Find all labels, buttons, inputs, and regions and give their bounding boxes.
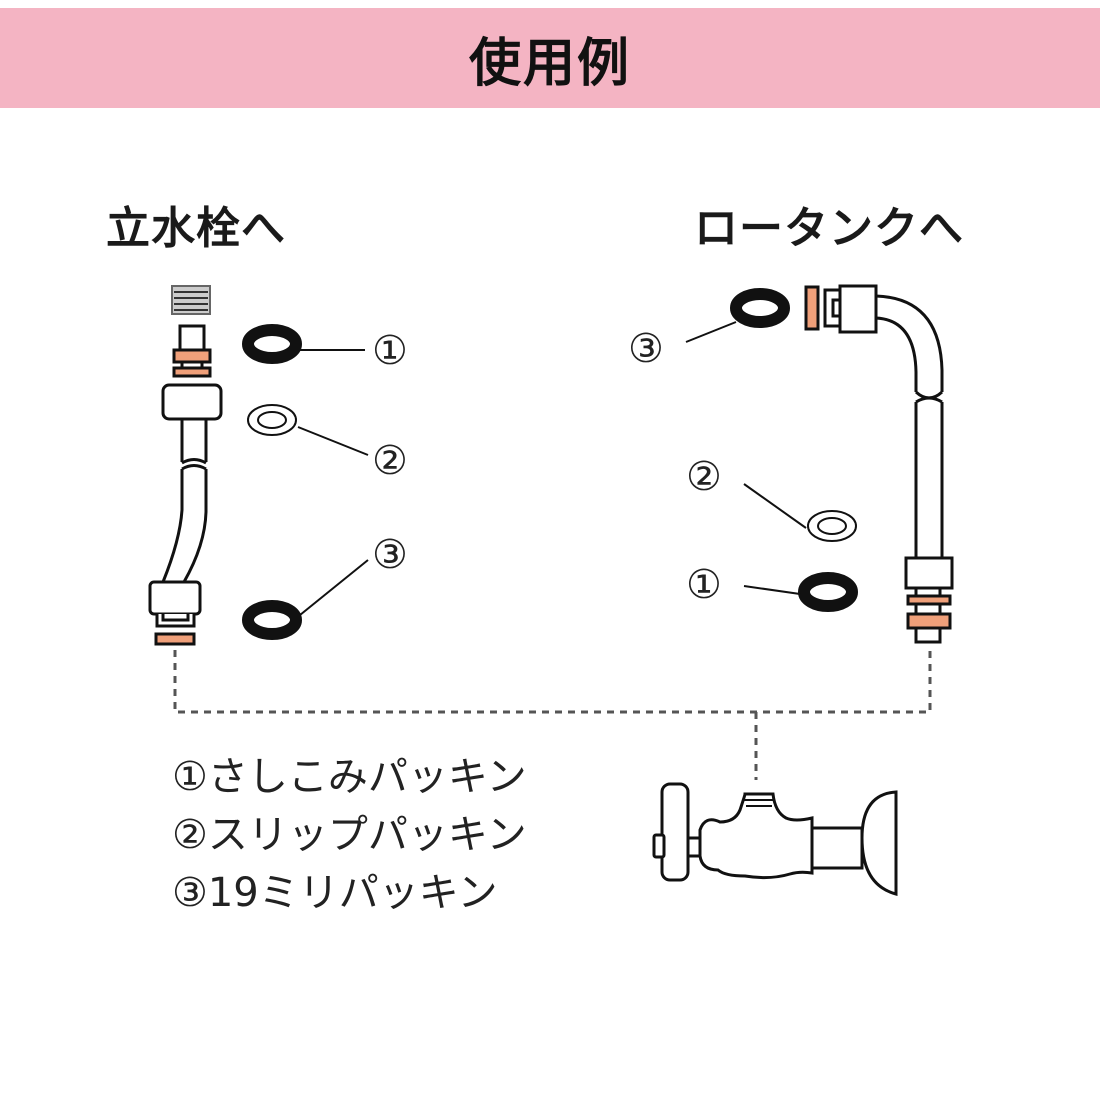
legend-marker: ③	[172, 870, 208, 916]
legend-marker: ②	[172, 812, 208, 858]
callout-3: ③	[372, 532, 408, 578]
legend-label: 19ミリパッキン	[207, 870, 498, 916]
legend-label: さしこみパッキン	[207, 754, 527, 800]
page-title: 使用例	[468, 33, 631, 94]
left-callouts: ① ② ③	[372, 328, 408, 578]
nut-icon	[838, 284, 878, 334]
callout-2: ②	[372, 438, 408, 484]
gasket-1-icon	[242, 324, 302, 364]
legend-marker: ①	[172, 754, 208, 800]
legend-item-3: ③19ミリパッキン	[172, 864, 527, 922]
gasket-3-icon	[730, 288, 790, 328]
nut-icon	[161, 383, 223, 421]
washer-icon	[172, 366, 212, 378]
callout-3: ③	[628, 326, 664, 372]
thread-cap-icon	[171, 285, 211, 315]
left-hose-assembly	[148, 285, 223, 646]
nut-icon	[904, 556, 954, 590]
title-banner: 使用例	[0, 8, 1100, 108]
gasket-2-icon	[807, 510, 857, 542]
callout-1: ①	[686, 562, 722, 608]
gasket-1-icon	[798, 572, 858, 612]
stop-valve-icon	[652, 782, 898, 896]
callout-2: ②	[686, 454, 722, 500]
washer-icon	[906, 594, 952, 606]
left-gaskets	[242, 324, 369, 640]
right-callouts: ③ ② ①	[628, 326, 722, 608]
callout-1: ①	[372, 328, 408, 374]
washer-icon	[172, 348, 212, 364]
gasket-3-icon	[242, 600, 302, 640]
legend-item-1: ①さしこみパッキン	[172, 748, 527, 806]
nut-icon	[148, 580, 202, 616]
legend-label: スリップパッキン	[207, 812, 527, 858]
heading-faucet: 立水栓へ	[106, 203, 286, 254]
washer-icon	[804, 285, 820, 331]
legend-item-2: ②スリップパッキン	[172, 806, 527, 864]
gasket-legend: ①さしこみパッキン ②スリップパッキン ③19ミリパッキン	[172, 748, 527, 922]
right-gaskets	[685, 288, 858, 612]
washer-icon	[906, 612, 952, 630]
gasket-2-icon	[247, 404, 297, 436]
heading-low-tank: ロータンクへ	[694, 203, 964, 254]
right-hose-assembly	[804, 284, 954, 644]
connector-lines	[173, 650, 932, 780]
washer-icon	[154, 632, 196, 646]
